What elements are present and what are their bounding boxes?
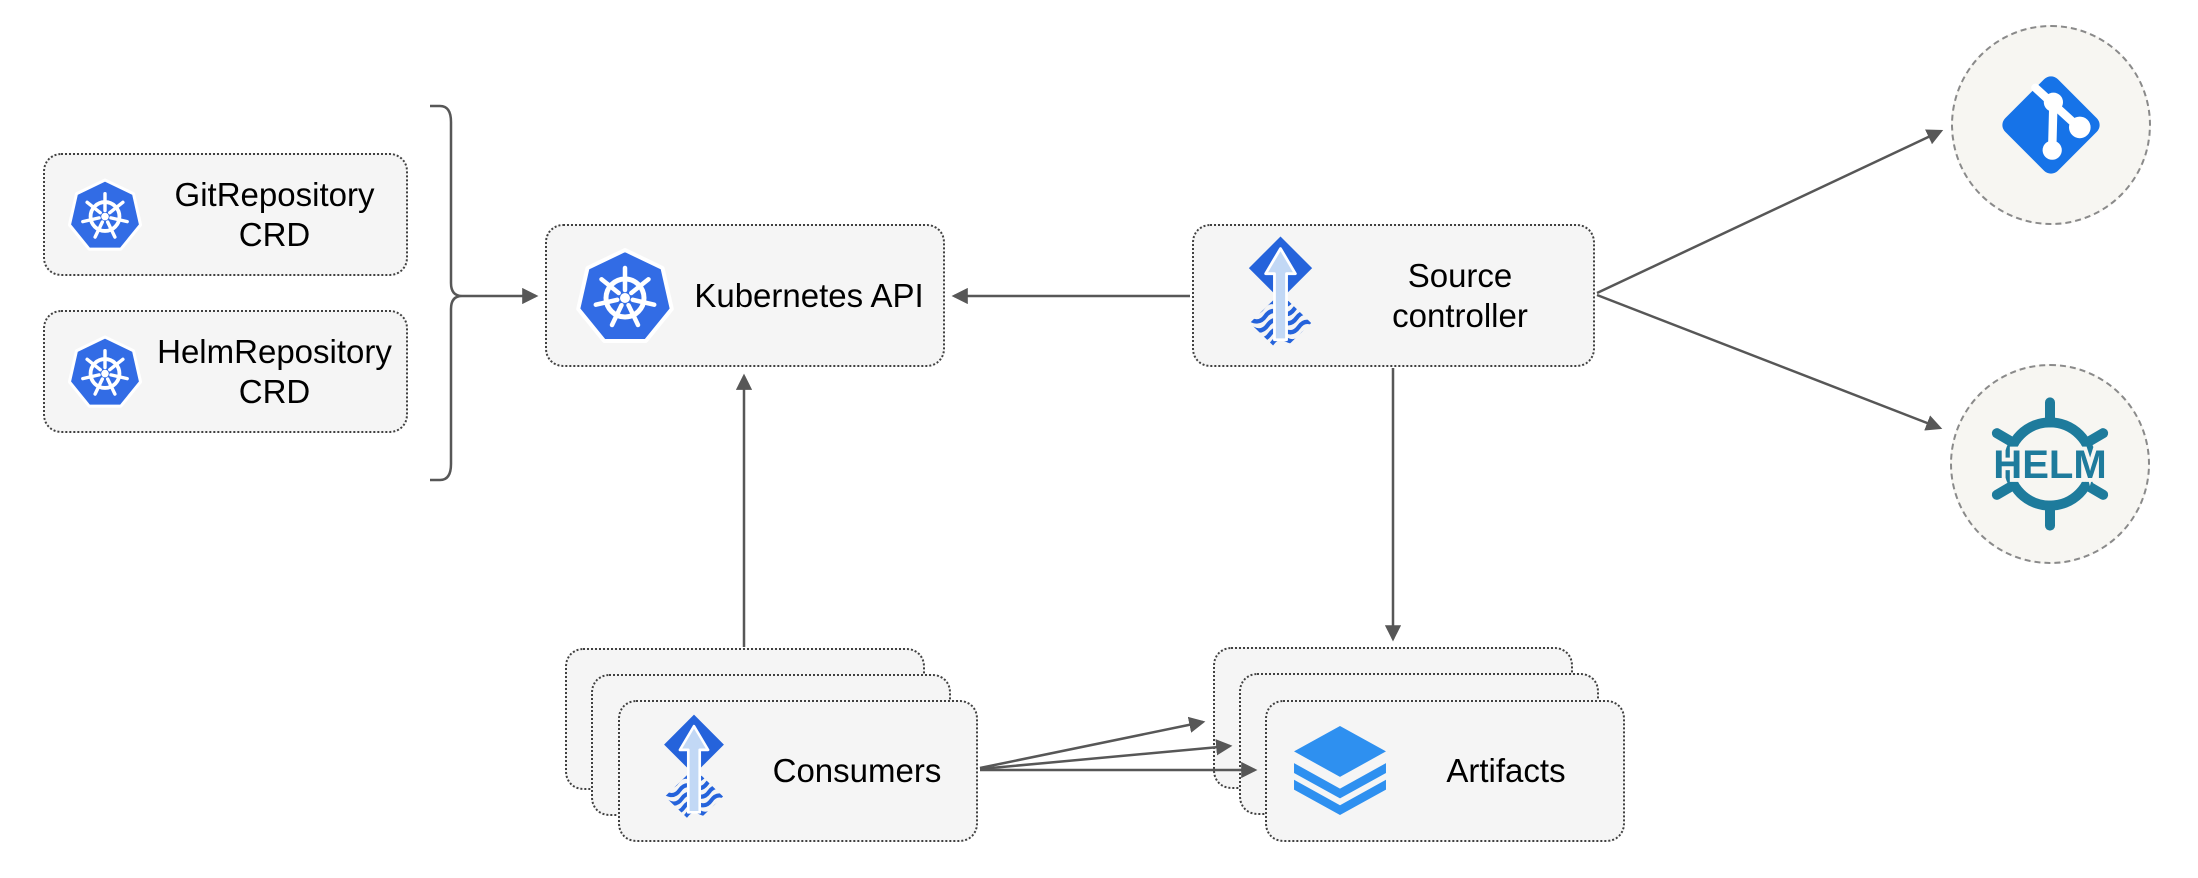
node-label: Source controller (1392, 256, 1528, 334)
node-artifacts: Artifacts (1265, 700, 1625, 842)
node-label: HelmRepository CRD (157, 332, 392, 410)
edge-consumers-to-artifacts-middle (979, 739, 1233, 771)
helm-wordmark: HELM (1993, 443, 2106, 487)
node-label: Kubernetes API (694, 276, 924, 314)
edge-source-controller-to-git (1596, 129, 1944, 295)
node-git-repository-crd: GitRepository CRD (43, 153, 408, 276)
node-label: Consumers (772, 752, 942, 790)
node-kubernetes-api: Kubernetes API (545, 224, 945, 367)
kubernetes-icon (575, 246, 675, 346)
git-icon (1991, 65, 2111, 185)
flux-icon (650, 714, 738, 828)
edge-source-controller-to-helm (1596, 293, 1943, 431)
endpoint-helm-repository: HELM (1950, 364, 2150, 564)
crd-bracket (430, 104, 463, 482)
edge-consumers-to-artifacts-back (979, 716, 1206, 770)
flux-icon (1234, 236, 1327, 356)
helm-icon: HELM (1989, 397, 2111, 531)
kubernetes-icon (67, 177, 143, 253)
node-consumers: Consumers (618, 700, 978, 842)
endpoint-git-repository (1951, 25, 2151, 225)
kubernetes-icon (67, 334, 143, 410)
layers-icon (1291, 726, 1389, 816)
node-helm-repository-crd: HelmRepository CRD (43, 310, 408, 433)
node-label: GitRepository CRD (174, 175, 375, 253)
node-label: Artifacts (1446, 752, 1566, 790)
node-source-controller: Source controller (1192, 224, 1595, 367)
